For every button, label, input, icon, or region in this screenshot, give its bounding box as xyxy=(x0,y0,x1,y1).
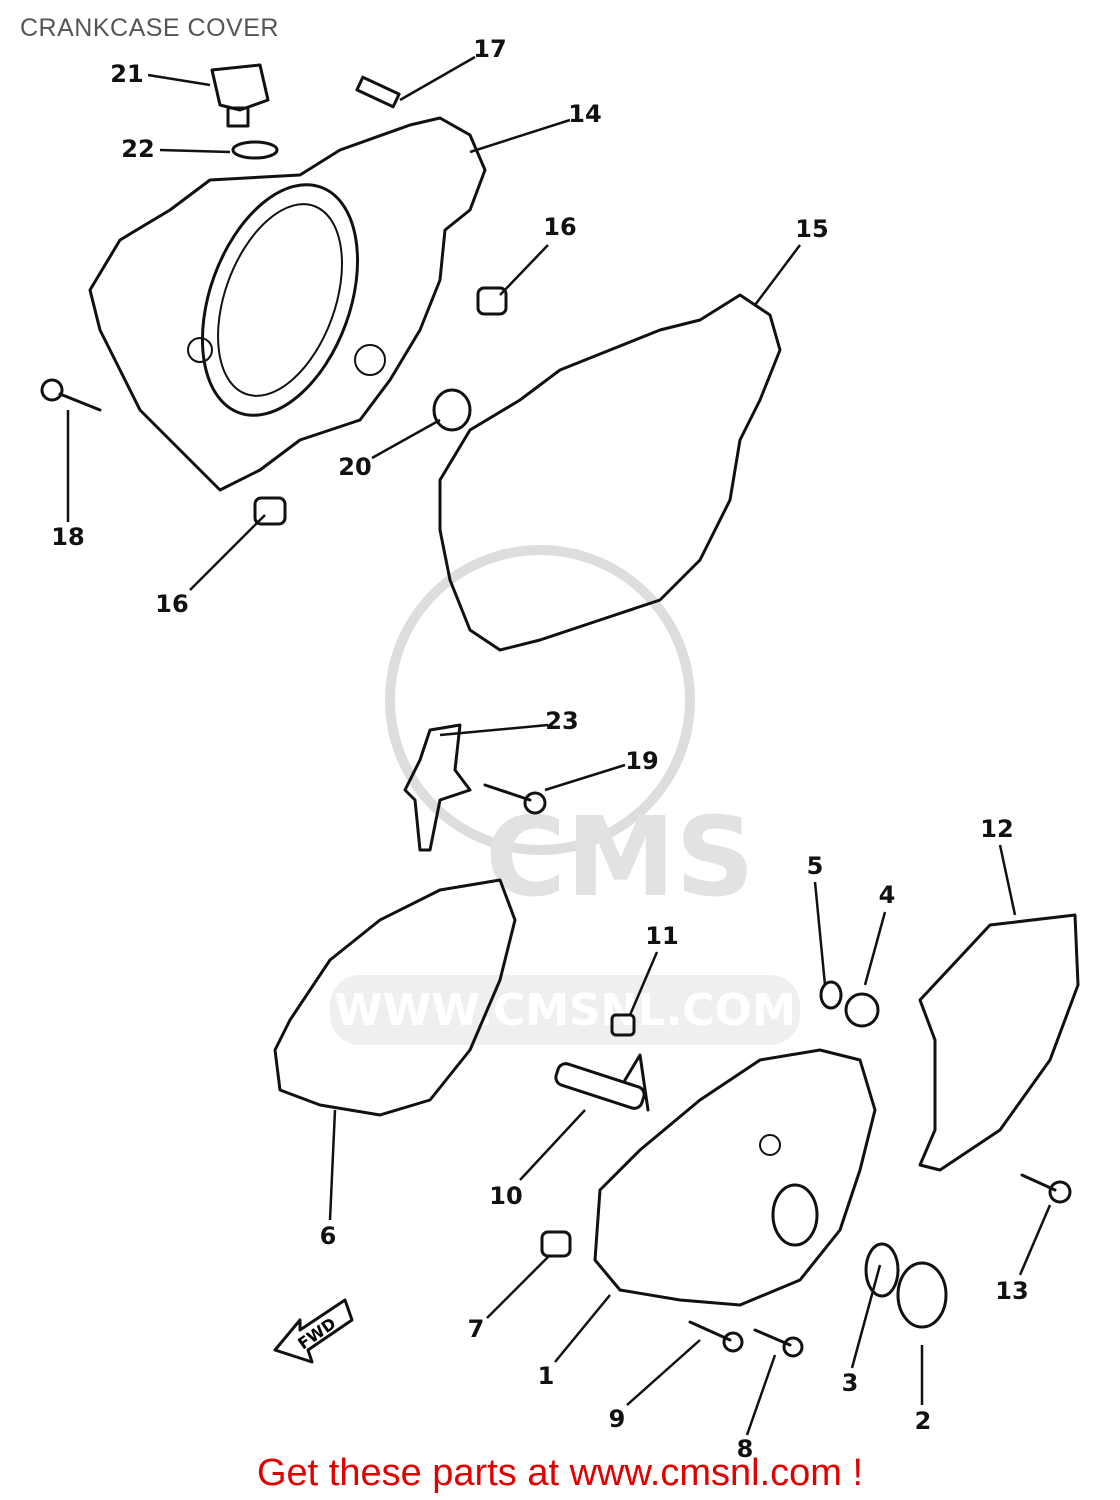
watermark-logo-text: CMS xyxy=(485,793,754,921)
leader-line-6 xyxy=(328,1109,337,1221)
watermark-url-text: WWW.CMSNL.COM xyxy=(334,985,796,1036)
callout-6: 6 xyxy=(320,1222,337,1250)
leader-line-21 xyxy=(147,73,211,87)
callout-5: 5 xyxy=(807,852,824,880)
callout-20: 20 xyxy=(338,453,371,481)
bolt-part-11[interactable] xyxy=(610,1013,636,1037)
bolt-part-17[interactable] xyxy=(355,75,401,109)
leader-line-20 xyxy=(371,418,441,460)
callout-21: 21 xyxy=(110,60,143,88)
callout-22: 22 xyxy=(121,135,154,163)
o-ring-part-3[interactable] xyxy=(864,1242,900,1298)
leader-line-15 xyxy=(754,244,801,306)
bolt-part-8[interactable] xyxy=(753,1328,804,1358)
callout-8: 8 xyxy=(737,1435,754,1463)
footer-link[interactable]: Get these parts at www.cmsnl.com ! xyxy=(256,1452,864,1494)
o-ring-part-5[interactable] xyxy=(819,980,843,1010)
oil-filler-cap-part-21[interactable] xyxy=(210,63,270,128)
leader-line-16 xyxy=(499,244,549,296)
callout-11: 11 xyxy=(645,922,678,950)
callout-9: 9 xyxy=(609,1405,626,1433)
gasket-part-15[interactable] xyxy=(438,293,782,652)
callout-23: 23 xyxy=(545,707,578,735)
bracket-part-23[interactable] xyxy=(403,723,472,852)
leader-line-11 xyxy=(628,951,659,1016)
bolt-part-18[interactable] xyxy=(40,378,102,412)
leader-line-4 xyxy=(863,911,887,986)
plug-part-2[interactable] xyxy=(896,1261,948,1329)
callout-4: 4 xyxy=(879,881,896,909)
leader-line-17 xyxy=(399,55,476,102)
crankcase-cover-part-14[interactable] xyxy=(88,116,487,492)
page-title: CRANKCASE COVER xyxy=(20,14,279,42)
leader-line-19 xyxy=(544,763,626,792)
cover-plate-part-12[interactable] xyxy=(918,913,1080,1172)
leader-line-16 xyxy=(189,514,266,591)
leader-line-13 xyxy=(1018,1204,1052,1276)
leader-line-8 xyxy=(745,1354,777,1436)
bushing-part-20[interactable] xyxy=(432,388,472,432)
leader-line-14 xyxy=(469,118,571,154)
leader-line-12 xyxy=(998,844,1017,916)
leader-line-1 xyxy=(554,1294,611,1363)
leader-line-3 xyxy=(850,1264,882,1369)
leader-line-5 xyxy=(813,881,827,986)
dowel-pin-part-16a[interactable] xyxy=(476,286,508,316)
callout-13: 13 xyxy=(995,1277,1028,1305)
cms-watermark: CMS WWW.CMSNL.COM xyxy=(330,545,800,1045)
shaft-part-10[interactable] xyxy=(554,1053,650,1112)
callout-10: 10 xyxy=(489,1182,522,1210)
leader-line-23 xyxy=(439,723,549,737)
callout-3: 3 xyxy=(842,1369,859,1397)
o-ring-part-22[interactable] xyxy=(231,140,279,160)
bolt-part-13[interactable] xyxy=(1020,1173,1072,1204)
callout-14: 14 xyxy=(568,100,601,128)
dowel-pin-part-7[interactable] xyxy=(540,1230,572,1258)
leader-line-10 xyxy=(519,1109,586,1181)
callout-1: 1 xyxy=(538,1362,555,1390)
crankcase-cover-part-1[interactable] xyxy=(593,1048,877,1307)
leader-line-9 xyxy=(626,1339,701,1406)
callout-15: 15 xyxy=(795,215,828,243)
gasket-part-6[interactable] xyxy=(273,878,517,1117)
bolt-part-9[interactable] xyxy=(688,1320,744,1353)
callout-18: 18 xyxy=(51,523,84,551)
callout-12: 12 xyxy=(980,815,1013,843)
callout-16: 16 xyxy=(155,590,188,618)
plug-part-4[interactable] xyxy=(844,992,880,1028)
leader-line-22 xyxy=(159,148,231,154)
callout-2: 2 xyxy=(915,1407,932,1435)
callout-16: 16 xyxy=(543,213,576,241)
callout-19: 19 xyxy=(625,747,658,775)
bolt-part-19[interactable] xyxy=(483,783,547,815)
leader-line-7 xyxy=(486,1254,551,1319)
dowel-pin-part-16b[interactable] xyxy=(253,496,287,526)
callout-17: 17 xyxy=(473,35,506,63)
callout-7: 7 xyxy=(468,1315,485,1343)
fwd-arrow-icon: FWD xyxy=(273,1298,354,1364)
